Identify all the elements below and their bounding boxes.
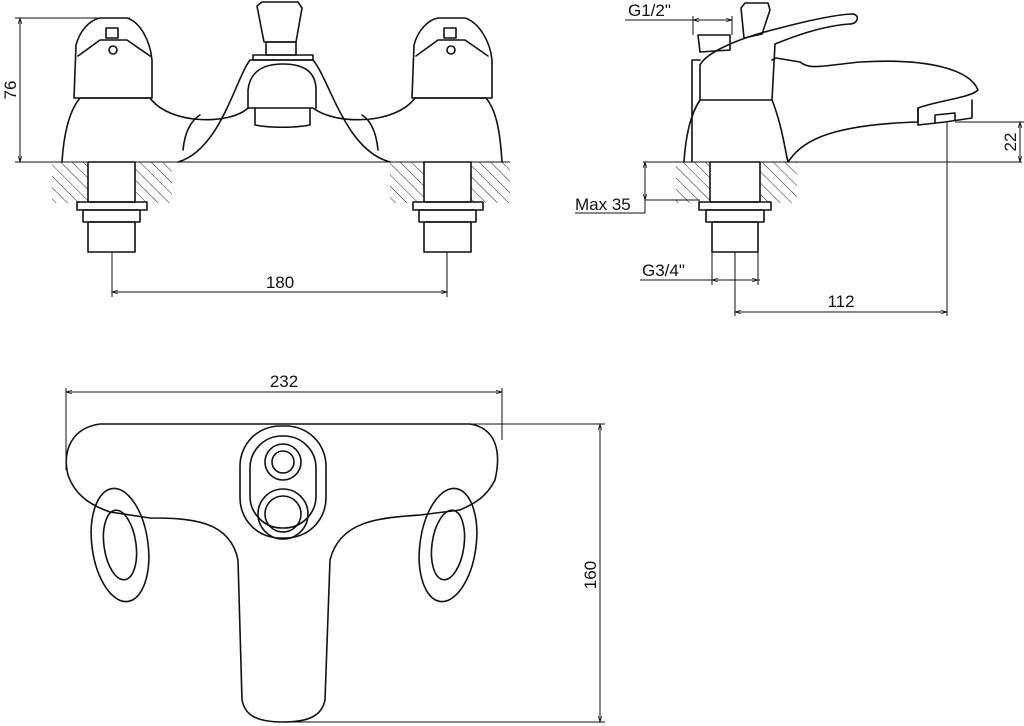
- right-lever: [418, 487, 478, 603]
- side-inlet: [698, 161, 772, 253]
- dim-reach-label: 112: [827, 292, 854, 311]
- deck-hatch: [135, 162, 172, 203]
- right-handle: [411, 17, 493, 99]
- diverter-knob: [256, 1, 303, 43]
- dim-width-label: 232: [270, 372, 298, 391]
- deck-hatch: [390, 162, 425, 203]
- dim-spacing-label: 180: [266, 273, 294, 292]
- deck-hatch: [470, 162, 510, 203]
- dim-deck-label: Max 35: [575, 195, 631, 214]
- deck-hatch: [760, 162, 797, 203]
- dim-top-thread-label: G1/2": [628, 1, 671, 20]
- dim-depth-label: 160: [581, 561, 600, 589]
- dim-height-label: 76: [1, 81, 20, 100]
- mixer-center-body: [177, 59, 391, 163]
- dim-inlet-thread-label: G3/4": [642, 261, 685, 280]
- mixer-body: [61, 97, 503, 163]
- top-body: [65, 423, 499, 723]
- side-view: G1/2" Max 35 G3/4" 112 22: [575, 1, 1024, 316]
- diverter-plate: [239, 425, 327, 539]
- deck-hatch: [52, 162, 88, 203]
- side-lever: [699, 13, 859, 101]
- top-view: 232 160: [64, 372, 605, 724]
- left-handle: [73, 17, 153, 99]
- spout: [247, 63, 317, 109]
- left-lever: [90, 487, 150, 603]
- front-view: 76 180: [1, 1, 510, 297]
- dim-spout-height-label: 22: [1001, 133, 1020, 152]
- deck-hatch: [676, 162, 710, 203]
- side-body: [683, 57, 979, 163]
